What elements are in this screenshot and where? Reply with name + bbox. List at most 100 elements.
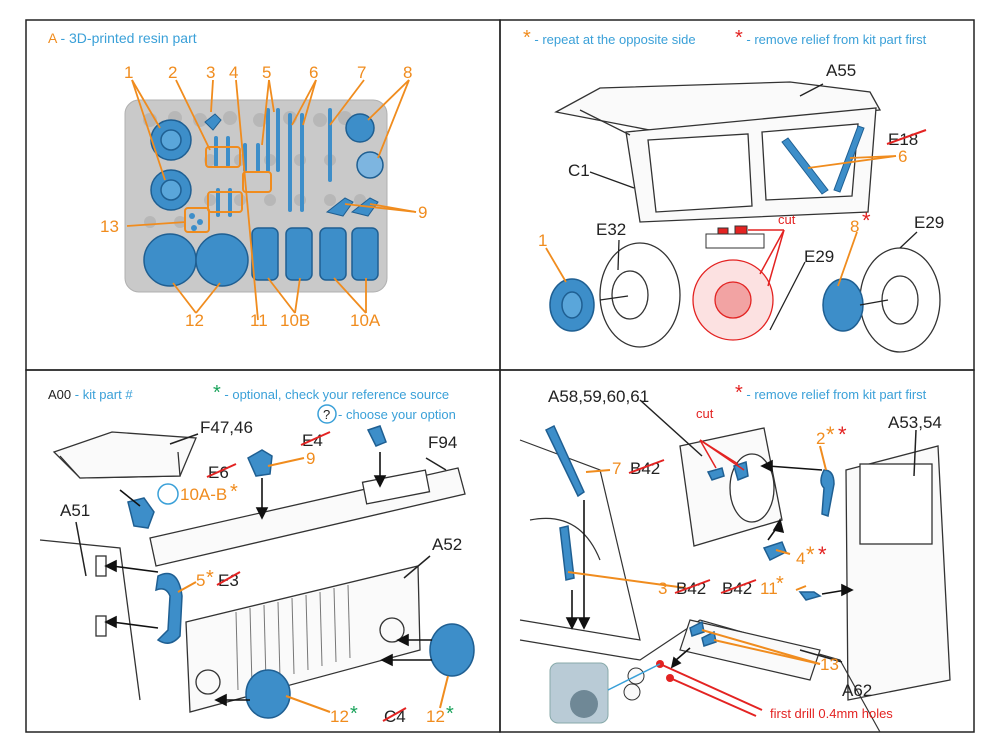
panel3-leaders: [75, 433, 449, 713]
highlight-boxes: [184, 146, 272, 233]
part-3: [204, 113, 222, 131]
label-f94: F94: [428, 433, 457, 452]
label-12-left-star: *: [350, 703, 358, 725]
label-e29-center: E29: [804, 247, 834, 266]
legend-a00: A00: [48, 387, 71, 402]
fender-drawing: [39, 539, 141, 701]
callout-7: 7: [357, 63, 366, 82]
label-11-star: *: [776, 573, 784, 595]
orange-star: *: [523, 27, 531, 49]
hub-left-part: [549, 278, 595, 332]
label-cut: cut: [778, 212, 796, 227]
strike-e6: [206, 463, 237, 478]
door-panel-drawing: [679, 427, 783, 547]
legend-choose-text: - choose your option: [338, 407, 456, 422]
green-star: *: [213, 382, 221, 404]
panel-frames: [25, 19, 975, 733]
label-6: 6: [898, 147, 907, 166]
label-f47-46: F47,46: [200, 418, 253, 437]
label-4: 4: [796, 549, 805, 568]
cab-roof-drawing: [554, 81, 882, 223]
panel4-arrows: [565, 459, 854, 669]
wheel-right: [859, 247, 941, 353]
label-b42-mid: B42: [676, 579, 706, 598]
grille-drawing: [185, 565, 421, 713]
label-3: 3: [658, 579, 667, 598]
svg-text:* - remove relief from kit par: * - remove relief from kit part first: [735, 27, 927, 49]
panel2-labels: A55 E18 C1 6 E32 1 cut E29 8 * E29: [538, 61, 944, 266]
label-c1: C1: [568, 161, 590, 180]
part-1-gears: [150, 119, 192, 211]
question-mark: ?: [323, 407, 330, 422]
callout-12: 12: [185, 311, 204, 330]
callout-9: 9: [418, 203, 427, 222]
svg-text:A - 3D-printed resin part: A - 3D-printed resin part: [48, 30, 197, 46]
label-a62: A62: [842, 681, 872, 700]
svg-text:* - repeat at the opposite sid: * - repeat at the opposite side: [523, 27, 696, 49]
panel3-legend: A00 - kit part # * - optional, check you…: [48, 382, 456, 424]
question-circle: [317, 404, 337, 424]
legend-resin-text: - 3D-printed resin part: [57, 30, 197, 46]
callout-6: 6: [309, 63, 318, 82]
wheel-center: [692, 259, 774, 341]
callout-5: 5: [262, 63, 271, 82]
legend-optional-text: - optional, check your reference source: [221, 387, 449, 402]
strike-e3: [216, 571, 241, 586]
part-13-bits: [189, 213, 203, 231]
label-1: 1: [538, 231, 547, 250]
part-12-covers: [143, 233, 249, 287]
panel4-parts: [545, 424, 835, 647]
repeat-text: - repeat at the opposite side: [531, 32, 696, 47]
label-drill: first drill 0.4mm holes: [770, 706, 893, 721]
label-12-right: 12: [426, 707, 445, 726]
hub-right-part: [822, 278, 864, 332]
label-b42-top: B42: [630, 459, 660, 478]
strike-b42-mid: [674, 579, 711, 594]
label-2: 2: [816, 429, 825, 448]
label-10a-b: 10A-B: [180, 485, 227, 504]
callout-8: 8: [403, 63, 412, 82]
roof-parts-6: [781, 125, 865, 195]
label-12-left: 12: [330, 707, 349, 726]
panel2-leaders: [589, 83, 918, 331]
tray-drawing: [52, 431, 197, 479]
red-star: *: [735, 27, 743, 49]
option-circle: [157, 483, 179, 505]
cut-leaders: [748, 229, 785, 287]
callout-4: 4: [229, 63, 238, 82]
label-13: 13: [820, 655, 839, 674]
remove-text: - remove relief from kit part first: [743, 32, 927, 47]
strike-e18: [886, 129, 927, 145]
label-e32: E32: [596, 220, 626, 239]
panel-roof-wheels: * - repeat at the opposite side * - remo…: [523, 27, 944, 353]
door-drawing: [845, 445, 951, 701]
label-5-star: *: [206, 567, 214, 589]
red-drill-lines: [659, 663, 763, 717]
label-9: 9: [306, 449, 315, 468]
label-a55: A55: [826, 61, 856, 80]
panel-3d-printed-parts: A - 3D-printed resin part: [48, 30, 427, 330]
panel3-labels: F47,46 E4 E6 9 F94 10A-B * A51 5 * E3 A5…: [60, 418, 462, 726]
p4-remove-text: - remove relief from kit part first: [743, 387, 927, 402]
label-12-right-star: *: [446, 703, 454, 725]
label-4-star-orange: *: [806, 542, 815, 567]
panel1-leaders: [126, 79, 417, 321]
strike-b42-top: [628, 459, 665, 474]
label-a52: A52: [432, 535, 462, 554]
panel4-labels: A58,59,60,61 cut 7 B42 2 * * A53,54 3 B4…: [548, 387, 942, 721]
panel-cabin-interior: * - remove relief from kit part first: [519, 382, 951, 733]
bumper-drawing: [149, 467, 466, 567]
label-e29-right: E29: [914, 213, 944, 232]
p4-red-star: *: [735, 382, 743, 404]
part-10-bollards: [251, 227, 379, 281]
callout-11: 11: [250, 311, 268, 330]
label-11: 11: [760, 579, 778, 598]
label-8: 8: [850, 217, 859, 236]
label-2-star-red: *: [838, 422, 847, 447]
label-2-star-orange: *: [826, 422, 835, 447]
panel2-orange-leaders: [545, 155, 897, 287]
callout-2: 2: [168, 63, 177, 82]
label-b42-right: B42: [722, 579, 752, 598]
label-5: 5: [196, 571, 205, 590]
